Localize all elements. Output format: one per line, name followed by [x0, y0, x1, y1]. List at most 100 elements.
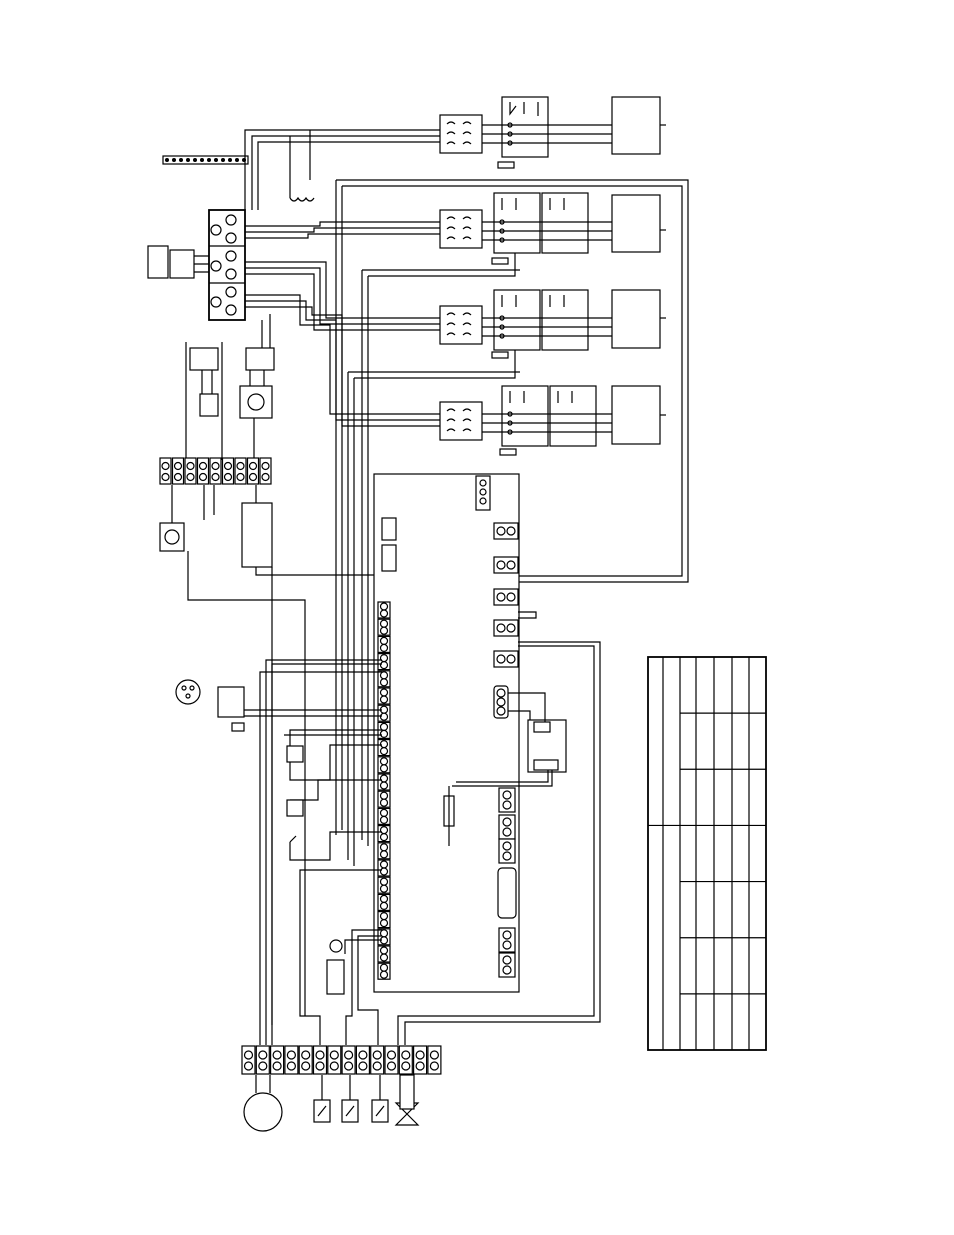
- bottom-terminal-screw: [344, 1050, 354, 1060]
- transformer-coil: [199, 393, 219, 417]
- mid-strip-screw: [161, 461, 170, 471]
- control-pcb: [373, 473, 567, 993]
- bottom-terminal-screw: [301, 1050, 311, 1060]
- pcb-side-pin: [506, 592, 516, 602]
- pcb-bottom-pin: [502, 955, 512, 965]
- mid-strip-terminal: [246, 457, 260, 485]
- bottom-terminal-screw: [286, 1050, 296, 1060]
- bottom-terminal-screw: [401, 1061, 411, 1071]
- top-strip-terminal: [165, 158, 169, 162]
- aux-terminal-4: [499, 448, 517, 456]
- top-strip-terminal: [193, 158, 197, 162]
- bottom-terminal-screw: [315, 1050, 325, 1060]
- pcb-bottom-pin: [502, 817, 512, 827]
- power-inlet: [147, 245, 169, 279]
- pcb-header: [381, 544, 397, 572]
- main-terminal-block: [208, 209, 246, 321]
- contactor-group-2: [439, 192, 666, 265]
- pcb-side-pin: [496, 560, 506, 570]
- pcb-bottom-pin: [502, 851, 512, 861]
- heater-load-3: [611, 289, 661, 349]
- bottom-terminal-screw: [429, 1050, 439, 1060]
- mid-strip-screw: [261, 461, 270, 471]
- contactor-group-3: [439, 289, 666, 359]
- bottom-terminal-strip: [241, 1045, 442, 1075]
- temp-probe: [175, 679, 201, 705]
- legend-frame: [647, 656, 767, 1051]
- main-switch: [169, 249, 195, 279]
- pcb-side-pin: [506, 560, 516, 570]
- aux-terminal-2: [491, 257, 509, 265]
- pcb-bottom-pin: [502, 940, 512, 950]
- bottom-terminal-screw: [243, 1061, 254, 1071]
- pcb-relay: [381, 517, 397, 541]
- pcb-terminal-pin: [379, 636, 389, 646]
- mid-strip-screw: [211, 461, 220, 471]
- top-strip-terminal: [172, 158, 176, 162]
- mid-strip-terminal: [159, 457, 172, 485]
- bottom-terminal-screw: [386, 1050, 397, 1060]
- pcb-terminal-pin: [379, 946, 389, 955]
- mid-strip-terminal: [209, 457, 222, 485]
- pcb-terminal-pin: [379, 867, 389, 876]
- bottom-terminal-screw: [329, 1050, 339, 1060]
- perimeter-wiring: [218, 641, 601, 1045]
- pcb-terminal-pin: [379, 774, 389, 783]
- pcb-side-pin: [506, 526, 516, 536]
- pcb-terminal-pin: [379, 695, 389, 704]
- heater-load-2: [611, 194, 661, 253]
- aux-terminal-3: [491, 351, 509, 359]
- pump-motor: [159, 522, 185, 552]
- bottom-terminal-screw: [329, 1061, 339, 1071]
- fuse-block-1: [439, 114, 483, 154]
- bottom-terminal-screw: [243, 1050, 254, 1060]
- pcb-terminal-pin: [379, 843, 389, 852]
- dsub-connector: [497, 867, 517, 919]
- level-switch-1: [286, 745, 304, 763]
- top-strip-terminal: [200, 158, 204, 162]
- bottom-terminal-screw: [386, 1061, 397, 1071]
- pcb-terminal-pin: [379, 671, 389, 680]
- pcb-bottom-pin: [502, 800, 512, 810]
- mid-strip-terminal: [221, 457, 235, 485]
- mid-strip-screw: [223, 461, 233, 471]
- mid-strip-screw: [186, 472, 195, 482]
- side-components: [175, 679, 345, 995]
- pcb-terminal-pin: [379, 764, 389, 773]
- bottom-terminal-screw: [272, 1050, 282, 1060]
- pcb-terminal-pin: [379, 877, 389, 886]
- pcb-terminal-pin: [379, 643, 389, 653]
- bottom-terminal-screw: [358, 1061, 368, 1071]
- distribution-block: [147, 209, 275, 460]
- heater-load-4: [611, 385, 661, 445]
- fuse-block-2: [439, 209, 483, 249]
- aux-terminal-1: [497, 161, 515, 169]
- bottom-terminal-screw: [372, 1061, 382, 1071]
- top-strip-terminal: [207, 158, 211, 162]
- pcb-right-connectors: [493, 522, 519, 978]
- top-terminal-strip: [162, 155, 249, 165]
- bottom-terminal-screw: [258, 1050, 268, 1060]
- top-strip-terminal: [235, 158, 239, 162]
- indicator-lamp: [329, 939, 343, 953]
- top-strip-terminal: [179, 158, 183, 162]
- pcb-terminal-pin: [379, 953, 389, 962]
- pcb-side-pin: [496, 623, 506, 633]
- contactor-group-4: [439, 385, 666, 456]
- bottom-terminal-screw: [372, 1050, 382, 1060]
- pcb-side-pin: [496, 592, 506, 602]
- contactor-4b: [549, 385, 597, 447]
- pcb-bottom-pin: [502, 965, 512, 975]
- mid-strip-screw: [223, 472, 233, 482]
- relay-1: [189, 347, 219, 371]
- circulation-motor: [243, 1092, 283, 1132]
- bottom-terminal-screw: [286, 1061, 296, 1071]
- pcb-connector-column: [377, 601, 391, 980]
- top-strip-terminal: [228, 158, 232, 162]
- mid-strip-screw: [248, 472, 258, 482]
- pcb-side-pin: [496, 526, 506, 536]
- pcb-terminal-pin: [379, 739, 389, 749]
- mid-strip-screw: [173, 461, 183, 471]
- pcb-terminal-pin: [379, 911, 389, 921]
- pcb-terminal-pin: [379, 781, 389, 790]
